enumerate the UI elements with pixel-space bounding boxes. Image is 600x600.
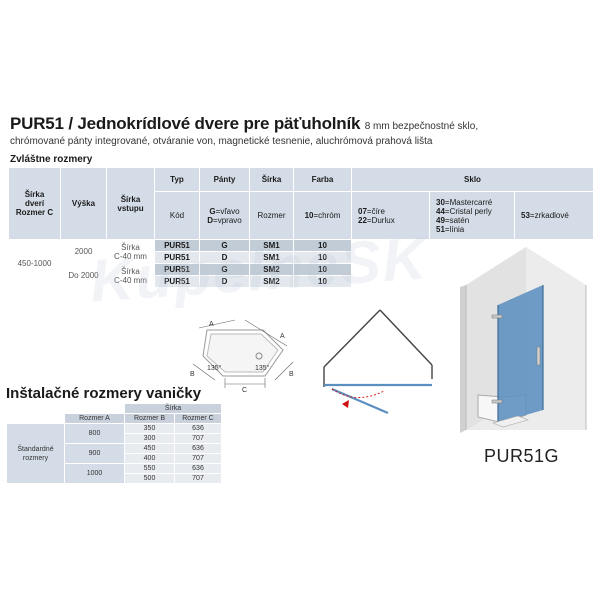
install-b-cell: 400 bbox=[124, 453, 175, 464]
subheader-rozmer: Rozmer bbox=[249, 191, 294, 240]
tray-dimension-diagram: A A B B C 135° 135° bbox=[190, 319, 294, 393]
header-typ: Typ bbox=[154, 167, 200, 192]
subheader-panty-options: G=vľavo D=vpravo bbox=[199, 191, 250, 240]
label-angle-right: 135° bbox=[255, 364, 270, 372]
subheader-sklo-group2: 30=Mastercarré 44=Cristal perly 49=satén… bbox=[429, 191, 515, 240]
install-dimensions-table: Šírka Rozmer A Rozmer B Rozmer C Štandar… bbox=[6, 403, 222, 484]
install-a-900: 900 bbox=[64, 443, 125, 464]
model-name-label: PUR51G bbox=[484, 446, 560, 466]
shower-enclosure-illustration bbox=[460, 247, 587, 433]
install-header-rozmer-a: Rozmer A bbox=[64, 413, 125, 424]
row-4-sirka: SM2 bbox=[249, 275, 294, 288]
install-c-cell: 636 bbox=[174, 423, 222, 434]
label-a-right: A bbox=[280, 333, 285, 340]
row-2-typ: PUR51 bbox=[154, 251, 200, 264]
header-vyska: Výška bbox=[60, 167, 107, 240]
install-c-cell: 707 bbox=[174, 433, 222, 444]
row-3-typ: PUR51 bbox=[154, 263, 200, 276]
row-3-farba: 10 bbox=[293, 263, 352, 276]
row-2-sirka: SM1 bbox=[249, 251, 294, 264]
row-2-farba: 10 bbox=[293, 251, 352, 264]
range-cell: 450-1000 bbox=[8, 239, 61, 288]
install-c-cell: 636 bbox=[174, 443, 222, 454]
section-label-special-sizes: Zvláštne rozmery bbox=[10, 154, 93, 165]
install-header-rozmer-b: Rozmer B bbox=[124, 413, 175, 424]
header-sirka-dveri: Šírka dverí Rozmer C bbox=[8, 167, 61, 240]
subheader-farba-option: 10=chróm bbox=[293, 191, 352, 240]
subheader-sklo-group3: 53=zrkadlové bbox=[513, 191, 595, 240]
install-b-cell: 450 bbox=[124, 443, 175, 454]
header-sirka: Šírka bbox=[249, 167, 294, 192]
label-a-left: A bbox=[209, 321, 214, 328]
row-1-typ: PUR51 bbox=[154, 239, 200, 252]
height-cell-1: 2000 bbox=[60, 239, 107, 264]
row-1-panty: G bbox=[199, 239, 250, 252]
install-b-cell: 550 bbox=[124, 463, 175, 474]
height-cell-2: Do 2000 bbox=[60, 263, 107, 288]
install-b-cell: 300 bbox=[124, 433, 175, 444]
row-4-panty: D bbox=[199, 275, 250, 288]
install-b-cell: 500 bbox=[124, 473, 175, 484]
install-b-cell: 350 bbox=[124, 423, 175, 434]
door-swing-diagram bbox=[323, 309, 433, 415]
row-4-typ: PUR51 bbox=[154, 275, 200, 288]
install-c-cell: 707 bbox=[174, 453, 222, 464]
label-c: C bbox=[242, 387, 247, 393]
header-farba: Farba bbox=[293, 167, 352, 192]
subheader-sklo-group1: 07=číre 22=Durlux bbox=[351, 191, 430, 240]
page-title: PUR51 / Jednokrídlové dvere pre päťuholn… bbox=[10, 114, 361, 133]
row-4-farba: 10 bbox=[293, 275, 352, 288]
row-1-farba: 10 bbox=[293, 239, 352, 252]
install-a-1000: 1000 bbox=[64, 463, 125, 484]
title-description-line1: 8 mm bezpečnostné sklo, bbox=[364, 121, 479, 132]
install-section-title: Inštalačné rozmery vaničky bbox=[6, 385, 202, 402]
install-c-cell: 636 bbox=[174, 463, 222, 474]
row-3-sirka: SM2 bbox=[249, 263, 294, 276]
install-a-800: 800 bbox=[64, 423, 125, 444]
row-3-panty: G bbox=[199, 263, 250, 276]
label-angle-left: 135° bbox=[207, 364, 222, 372]
install-row-label: Štandardné rozmery bbox=[6, 423, 65, 484]
header-sklo: Sklo bbox=[350, 167, 595, 192]
install-c-cell: 707 bbox=[174, 473, 222, 484]
header-sirka-vstupu: Šírka vstupu bbox=[106, 167, 155, 240]
label-b-right: B bbox=[289, 371, 294, 378]
install-header-rozmer-c: Rozmer C bbox=[174, 413, 222, 424]
header-panty: Pánty bbox=[199, 167, 250, 192]
row-1-sirka: SM1 bbox=[249, 239, 294, 252]
row-2-panty: D bbox=[199, 251, 250, 264]
title-description-line2: chrómované pánty integrované, otváranie … bbox=[10, 136, 433, 147]
install-header-sirka: Šírka bbox=[124, 403, 222, 414]
title-block: PUR51 / Jednokrídlové dvere pre päťuholn… bbox=[10, 114, 595, 148]
label-b-left: B bbox=[190, 371, 195, 378]
subheader-kod: Kód bbox=[154, 191, 200, 240]
